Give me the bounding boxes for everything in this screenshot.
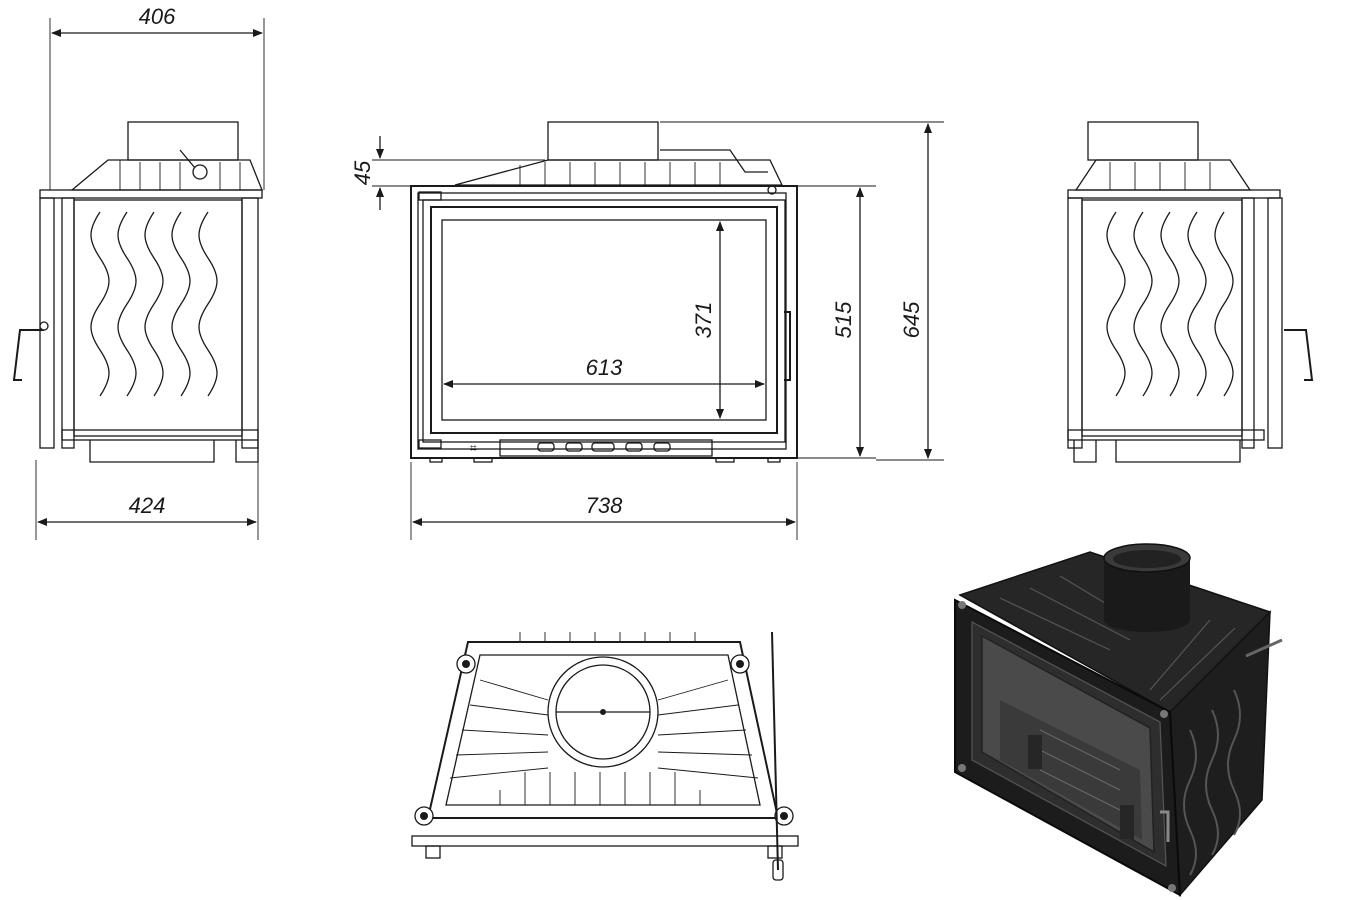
render-damper-rod <box>1245 638 1283 658</box>
glass-pane <box>441 219 767 421</box>
ash-tray <box>1115 440 1241 463</box>
lever-pivot-icon <box>192 164 208 180</box>
air-control-bar <box>499 439 713 457</box>
dimension-label-515: 515 <box>831 301 856 338</box>
flue-collar <box>1087 121 1199 161</box>
top-plan-view <box>411 631 799 881</box>
dimension-label-45: 45 <box>350 160 375 185</box>
door-handle-icon <box>12 329 44 381</box>
hinge-top <box>418 191 442 201</box>
side-panel <box>1081 199 1243 437</box>
top-rail <box>39 189 263 199</box>
front-frame <box>410 185 798 459</box>
flue-collar <box>547 121 659 161</box>
dimension-label-406: 406 <box>139 4 176 29</box>
side-elevation-left: 406 424 <box>12 4 265 540</box>
top-casting <box>1074 159 1252 191</box>
hinge-bottom <box>418 439 442 449</box>
dimension-label-645: 645 <box>899 301 924 338</box>
side-panel <box>73 199 243 437</box>
door-frame-edge <box>1267 197 1283 449</box>
door-frame <box>422 199 786 443</box>
dimension-label-371: 371 <box>691 302 716 339</box>
render-grate <box>1028 735 1042 769</box>
door-handle-icon <box>784 311 791 381</box>
render-handle-icon <box>1160 810 1170 842</box>
damper-rod <box>660 149 768 173</box>
render-3d <box>954 543 1283 897</box>
front-elevation: 613 371 ⌗ 45 515 645 <box>350 121 944 540</box>
front-rail <box>411 835 799 847</box>
top-casting <box>454 159 784 186</box>
door-frame-edge <box>39 197 55 449</box>
side-elevation-right <box>1067 121 1314 463</box>
rod-knob-icon <box>772 859 784 881</box>
dimension-label-738: 738 <box>586 493 623 518</box>
damper-rod <box>771 631 779 871</box>
ash-tray <box>89 440 215 463</box>
top-casting <box>70 159 263 191</box>
dimension-label-424: 424 <box>129 493 166 518</box>
dimension-label-613: 613 <box>586 355 623 380</box>
air-slider-icon <box>591 442 615 452</box>
grid-mark-icon: ⌗ <box>470 441 477 455</box>
door-handle-icon <box>1284 329 1314 381</box>
